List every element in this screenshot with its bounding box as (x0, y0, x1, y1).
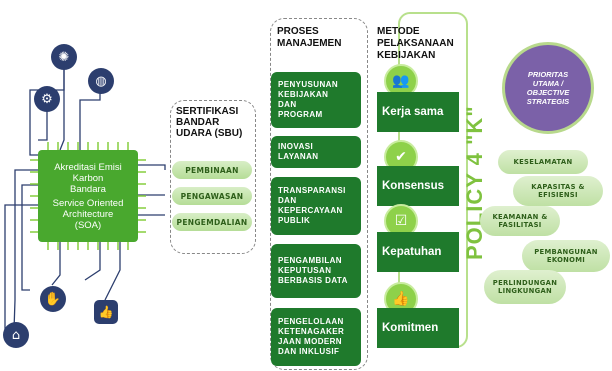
prioritas-item-kapasitas: KAPASITAS &EFISIENSI (513, 176, 603, 206)
proses-item-3-l3: KEPERCAYAAN (278, 206, 343, 215)
chip-text-3: Bandara (70, 183, 106, 195)
sbu-item-pengendalian: PENGEMDALIAN (172, 213, 252, 231)
bank-icon: ⌂ (3, 322, 29, 348)
sbu-title-1: SERTIFIKASI (176, 106, 239, 117)
proses-item-3-l4: PUBLIK (278, 216, 311, 225)
proses-title-1: PROSES (277, 26, 319, 37)
prioritas-item-1-l1: KESELAMATAN (513, 158, 573, 166)
prioritas-item-3-l1: KEAMANAN & (492, 213, 548, 221)
prioritas-line-2: UTAMA / (532, 79, 564, 88)
metode-item-komitmen: Komitmen (377, 308, 459, 348)
metode-title: METODE PELAKSANAAN KEBIJAKAN (377, 26, 454, 62)
chip-text-5: Architecture (62, 208, 114, 220)
sbu-item-pengawasan: PENGAWASAN (172, 187, 252, 205)
circuit-lines (4, 58, 166, 331)
proses-item-3-l2: DAN (278, 196, 297, 205)
sbu-frame (170, 100, 256, 254)
proses-item-5-l1: PENGELOLAAN (278, 317, 344, 326)
prioritas-item-2-l2: EFISIENSI (538, 191, 578, 199)
carbon-accreditation-chip: Akreditasi Emisi Karbon Bandara Service … (38, 150, 138, 242)
policy-4k-label: POLICY 4 "K" (462, 105, 487, 260)
proses-item-5-l3: JAAN MODERN (278, 337, 342, 346)
proses-item-4-l2: KEPUTUSAN (278, 266, 332, 275)
prioritas-item-3-l2: FASILITASI (498, 221, 542, 229)
metode-title-3: KEBIJAKAN (377, 50, 436, 61)
chip-text-6: (SOA) (74, 219, 102, 231)
proses-item-2-l2: LAYANAN (278, 152, 319, 161)
sbu-title: SERTIFIKASI BANDAR UDARA (SBU) (176, 106, 256, 139)
proses-title-2: MANAJEMEN (277, 38, 342, 49)
proses-item-2-l1: INOVASI (278, 142, 314, 151)
proses-item-1-l3: DAN (278, 100, 297, 109)
metode-title-1: METODE (377, 26, 420, 37)
globe-icon: ◍ (88, 68, 114, 94)
prioritas-line-1: PRIORITAS (527, 70, 569, 79)
prioritas-line-4: STRATEGIS (526, 97, 570, 106)
prioritas-item-4-l1: PEMBANGUNAN (534, 248, 598, 256)
proses-item-5-l4: DAN INKLUSIF (278, 347, 340, 356)
prioritas-item-keamanan: KEAMANAN &FASILITASI (480, 206, 560, 236)
prioritas-item-keselamatan: KESELAMATAN (498, 150, 588, 174)
proses-item-4-l3: BERBASIS DATA (278, 276, 348, 285)
sbu-item-pembinaan: PEMBINAAN (172, 161, 252, 179)
proses-item-3-l1: TRANSPARANSI (278, 186, 346, 195)
proses-item-1-l1: PENYUSUNAN (278, 80, 339, 89)
brain-gear-icon: ✺ (51, 44, 77, 70)
svg-text:POLICY 4 "K": POLICY 4 "K" (462, 105, 487, 260)
prioritas-item-4-l2: EKONOMI (546, 256, 586, 264)
prioritas-circle: PRIORITAS UTAMA / OBJECTIVE STRATEGIS (502, 42, 594, 134)
metode-item-konsensus: Konsensus (377, 166, 459, 206)
metode-title-2: PELAKSANAAN (377, 38, 454, 49)
metode-item-kepatuhan: Kepatuhan (377, 232, 459, 272)
prioritas-line-3: OBJECTIVE (526, 88, 570, 97)
metode-item-kerjasama: Kerja sama (377, 92, 459, 132)
proses-item-5-l2: KETENAGAKER (278, 327, 345, 336)
chip-text-4: Service Oriented (52, 197, 124, 209)
chip-text-2: Karbon (72, 172, 104, 184)
prioritas-item-5-l2: LINGKUNGAN (497, 287, 552, 295)
proses-item-4-l1: PENGAMBILAN (278, 256, 342, 265)
proses-item-1-l2: KEBIJAKAN (278, 90, 329, 99)
thumbs-up-icon: 👍 (94, 300, 118, 324)
proses-title: PROSES MANAJEMEN (277, 26, 341, 50)
chip-text-1: Akreditasi Emisi (54, 161, 122, 173)
proses-frame (270, 18, 368, 370)
sbu-title-3: UDARA (SBU) (176, 128, 243, 139)
prioritas-item-5-l1: PERLINDUNGAN (492, 279, 558, 287)
proses-item-1-l4: PROGRAM (278, 110, 323, 119)
prioritas-item-2-l1: KAPASITAS & (531, 183, 585, 191)
gear-icon: ⚙ (34, 86, 60, 112)
handshake-icon: ✋ (40, 286, 66, 312)
sbu-title-2: BANDAR (176, 117, 220, 128)
